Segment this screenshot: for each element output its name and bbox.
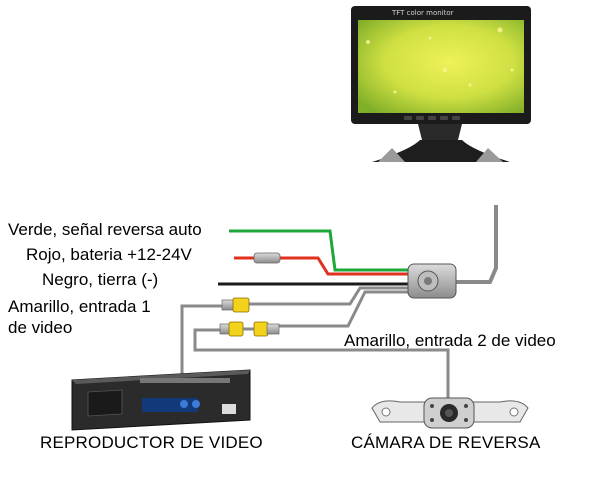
rca1-cable (248, 286, 412, 306)
monitor-screen-label: TFT color monitor (392, 9, 454, 17)
yellow1-label-line2: de video (8, 318, 73, 337)
camera-cable (193, 328, 450, 402)
monitor-neck (418, 124, 462, 140)
yellow1-label-line1: Amarillo, entrada 1 (8, 297, 151, 316)
video-player (71, 369, 251, 431)
player-caption: REPRODUCTOR DE VIDEO (40, 433, 263, 452)
rca-connector-1 (221, 297, 250, 313)
red-wire-label: Rojo, bateria +12-24V (26, 245, 192, 264)
monitor-cable (452, 205, 498, 284)
camera-caption: CÁMARA DE REVERSA (351, 433, 541, 452)
harness-connector (407, 263, 457, 299)
red-wire-fuse (253, 252, 281, 264)
rca-connector-2a (219, 321, 244, 337)
monitor-screen (358, 20, 524, 113)
green-wire (229, 229, 412, 272)
screen-sparkles (366, 27, 514, 94)
rca2-cable (278, 290, 412, 328)
reverse-camera (371, 397, 529, 429)
monitor-stand (372, 140, 510, 162)
yellow2-label: Amarillo, entrada 2 de video (344, 331, 556, 350)
player-cable (180, 304, 222, 390)
rca-connector-2b (253, 321, 280, 337)
black-wire-label: Negro, tierra (-) (42, 270, 159, 289)
monitor-stand-foot-right (476, 148, 503, 162)
green-wire-label: Verde, señal reversa auto (8, 220, 202, 239)
monitor (351, 6, 531, 162)
monitor-stand-foot-left (378, 148, 405, 162)
monitor-buttons (404, 116, 460, 120)
